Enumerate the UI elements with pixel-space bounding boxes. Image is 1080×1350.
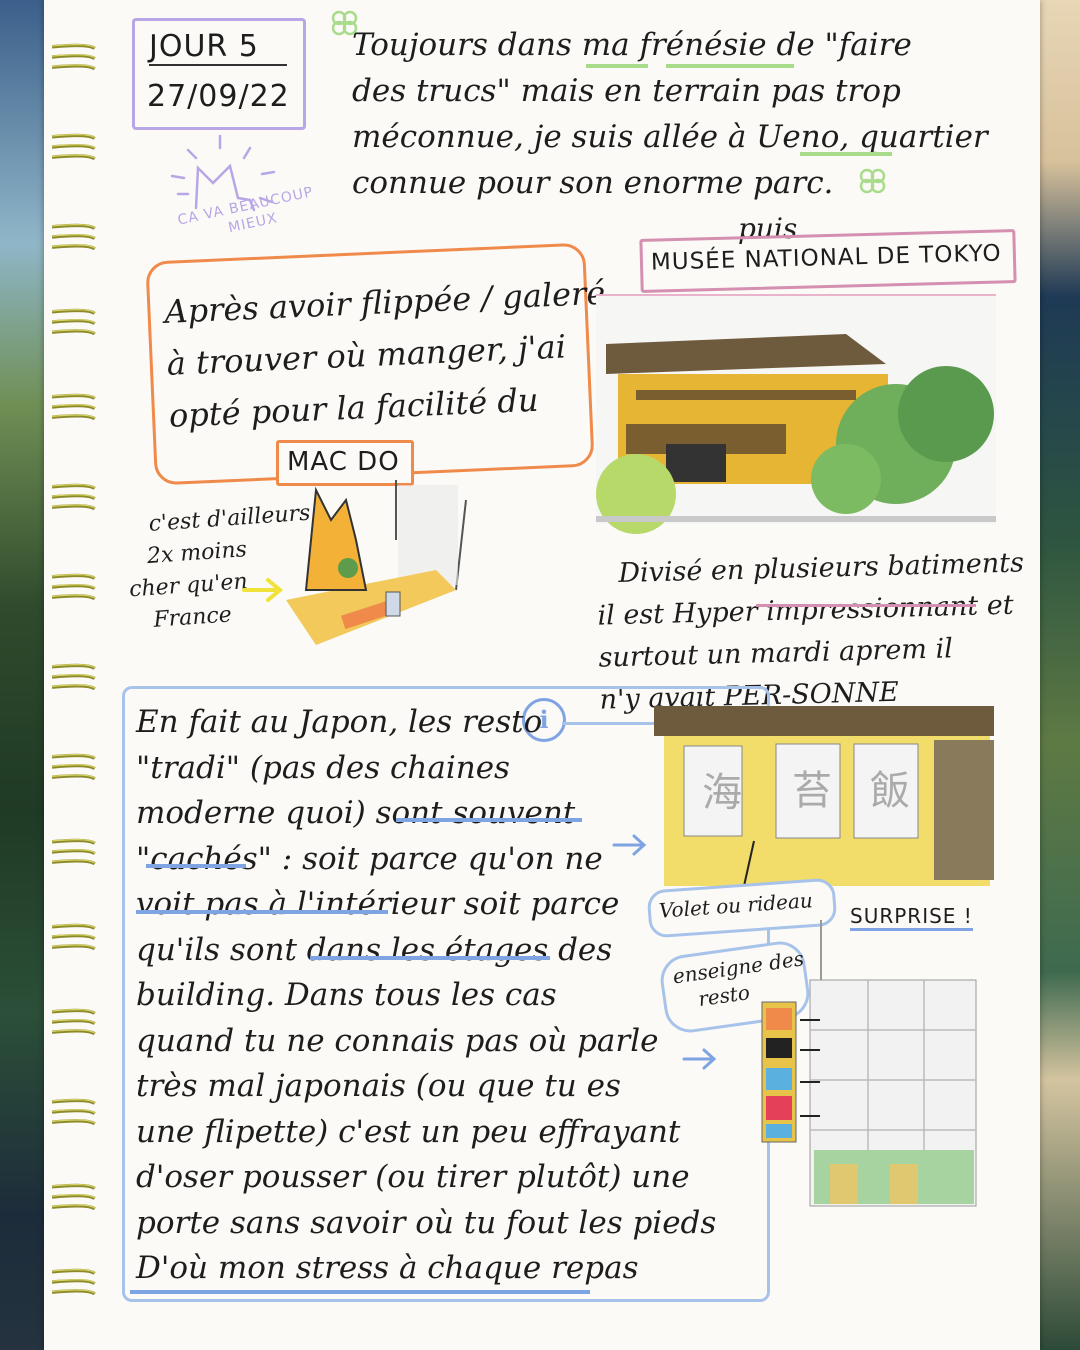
resto-note-line: quand tu ne connais pas où parle [136,1022,659,1059]
background-left [0,0,44,1350]
museum-illustration [596,294,996,534]
happy-cat-doodle [170,134,276,212]
svg-text:飯: 飯 [870,768,910,814]
museum-title-box: MUSÉE NATIONAL DE TOKYO [639,229,1017,293]
resto-note-line: très mal japonais (ou que tu es [136,1068,621,1104]
resto-note-line: building. Dans tous les cas [136,977,557,1013]
resto-note-line: qu'ils sont dans les étages des [136,931,613,968]
building-illustration [761,920,977,1207]
spiral-ring [51,923,96,951]
curtain-shop-illustration: 海 苔 飯 [654,706,994,887]
spiral-ring [51,308,96,336]
blue-arrow-icon [682,1048,717,1070]
spiral-ring [51,573,96,601]
spiral-ring [51,223,96,251]
yellow-arrow-icon [242,578,284,602]
food-note-text: Après avoir flippée / galeré à trouver o… [163,267,610,442]
blue-arrow-icon [612,834,647,856]
date-box: JOUR 5 27/09/22 [132,18,306,130]
clover-icon [859,168,886,194]
mcdo-caption: c'est d'ailleurs 2x moins cher qu'en Fra… [124,498,318,639]
info-icon: i [522,698,566,742]
date-label: 27/09/22 [147,79,290,114]
background-right [1040,0,1080,1350]
spiral-ring [51,393,96,421]
highlight-underline [136,910,388,914]
spiral-ring [51,663,96,691]
surprise-label: SURPRISE ! [850,904,973,931]
spiral-ring [51,133,96,161]
info-icon-glyph: i [539,705,549,734]
resto-note-line: "tradi" (pas des chaines [136,749,510,786]
intro-text: Toujours dans ma frénésie de "faire des … [352,22,1022,206]
intro-line: des trucs" mais en terrain pas trop [352,73,901,109]
highlight-underline [666,64,794,68]
intro-line: connue pour son enorme parc. [352,165,834,201]
spiral-ring [51,1268,96,1296]
spiral-ring [51,43,96,71]
svg-text:苔: 苔 [792,768,832,814]
highlight-underline [130,1290,590,1294]
resto-note-line: voit pas à l'intérieur soit parce [136,886,620,922]
highlight-underline [756,604,976,607]
spiral-ring [51,483,96,511]
svg-text:海: 海 [702,770,742,816]
day-label: JOUR 5 [149,29,287,66]
intro-line: méconnue, je suis allée à Ueno, quartier [352,119,988,155]
highlight-underline [310,956,550,960]
museum-prefix: puis [738,212,798,245]
resto-note-line: moderne quoi) sont souvent [136,795,576,831]
intro-line: Toujours dans ma frénésie de "faire [352,27,912,63]
resto-note-line: porte sans savoir où tu fout les pieds [136,1204,717,1241]
spiral-ring [51,1098,96,1126]
spiral-ring [51,838,96,866]
highlight-underline [146,864,246,868]
resto-note-line: D'où mon stress à chaque repas [136,1250,639,1286]
mcdo-tag-label: MAC DO [287,447,400,477]
resto-note-line: d'oser pousser (ou tirer plutôt) une [136,1159,690,1195]
mcdo-tag: MAC DO [276,440,414,486]
highlight-underline [586,64,648,68]
spiral-ring [51,1008,96,1036]
info-connector [562,722,654,725]
clover-icon [331,10,358,36]
resto-note-line: "cachés" : soit parce qu'on ne [136,840,603,877]
highlight-underline [396,818,582,822]
resto-note-line: une flipette) c'est un peu effrayant [136,1113,681,1150]
resto-note-line: En fait au Japon, les resto [136,704,543,740]
resto-note-text: En fait au Japon, les resto "tradi" (pas… [136,700,716,1292]
curtain-label: Volet ou rideau [658,888,814,923]
fox-eating-illustration [286,480,467,645]
spiral-ring [51,1183,96,1211]
spiral-ring [51,753,96,781]
museum-title: MUSÉE NATIONAL DE TOKYO [650,240,1002,276]
highlight-underline [800,152,892,156]
